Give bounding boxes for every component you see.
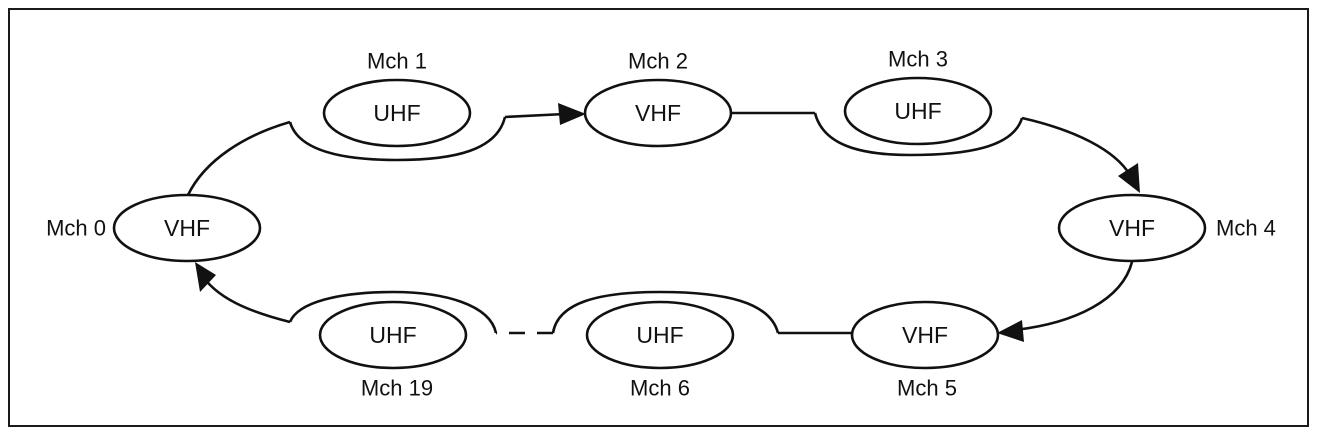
node-mch5-band: VHF xyxy=(902,322,948,348)
node-mch2-ellipse xyxy=(583,78,733,148)
node-mch4-channel: Mch 4 xyxy=(1216,216,1276,241)
node-mch6: UHF Mch 6 xyxy=(585,300,735,401)
node-mch6-channel: Mch 6 xyxy=(630,376,690,401)
link-mch3-mch4 xyxy=(1021,116,1132,176)
dome-mch19 xyxy=(288,290,498,334)
node-mch0-ellipse xyxy=(112,193,262,263)
node-mch19-channel: Mch 19 xyxy=(361,376,433,401)
node-mch3-ellipse xyxy=(843,76,993,146)
node-mch0: VHF Mch 0 xyxy=(46,193,262,263)
node-mch5-channel: Mch 5 xyxy=(897,376,957,401)
node-mch19-band: UHF xyxy=(369,322,416,348)
node-mch1-ellipse xyxy=(322,78,472,148)
node-mch4-ellipse xyxy=(1057,193,1207,263)
ring-links xyxy=(186,111,1134,335)
node-mch2: VHF Mch 2 xyxy=(583,49,733,148)
node-mch1: UHF Mch 1 xyxy=(322,49,472,148)
node-mch19-ellipse xyxy=(318,300,468,370)
link-mch0-mch1 xyxy=(186,120,291,196)
arrow-into-mch4 xyxy=(1118,163,1140,193)
node-mch4: VHF Mch 4 xyxy=(1057,193,1276,263)
node-mch19: UHF Mch 19 xyxy=(318,300,468,401)
node-mch0-band: VHF xyxy=(164,215,210,241)
node-mch3-band: UHF xyxy=(894,98,941,124)
node-mch3-channel: Mch 3 xyxy=(888,47,948,72)
node-mch1-channel: Mch 1 xyxy=(367,49,427,74)
arrow-into-mch2 xyxy=(558,103,586,125)
cup-mch3 xyxy=(813,112,1024,157)
arrowheads xyxy=(195,103,1140,342)
arrow-into-mch5 xyxy=(997,320,1024,342)
node-mch6-band: UHF xyxy=(636,322,683,348)
node-mch5-ellipse xyxy=(850,300,1000,370)
link-mch1-mch2 xyxy=(504,112,566,119)
node-mch3: UHF Mch 3 xyxy=(843,47,993,146)
node-mch4-band: VHF xyxy=(1109,215,1155,241)
node-mch5: VHF Mch 5 xyxy=(850,300,1000,401)
cup-mch1 xyxy=(288,116,507,162)
arrow-into-mch0 xyxy=(195,262,216,292)
node-mch2-band: VHF xyxy=(635,100,681,126)
node-mch2-channel: Mch 2 xyxy=(628,49,688,74)
dome-mch6 xyxy=(551,290,780,334)
node-mch1-band: UHF xyxy=(373,100,420,126)
node-mch6-ellipse xyxy=(585,300,735,370)
node-mch0-channel: Mch 0 xyxy=(46,216,106,241)
link-mch4-mch5 xyxy=(1014,261,1134,332)
